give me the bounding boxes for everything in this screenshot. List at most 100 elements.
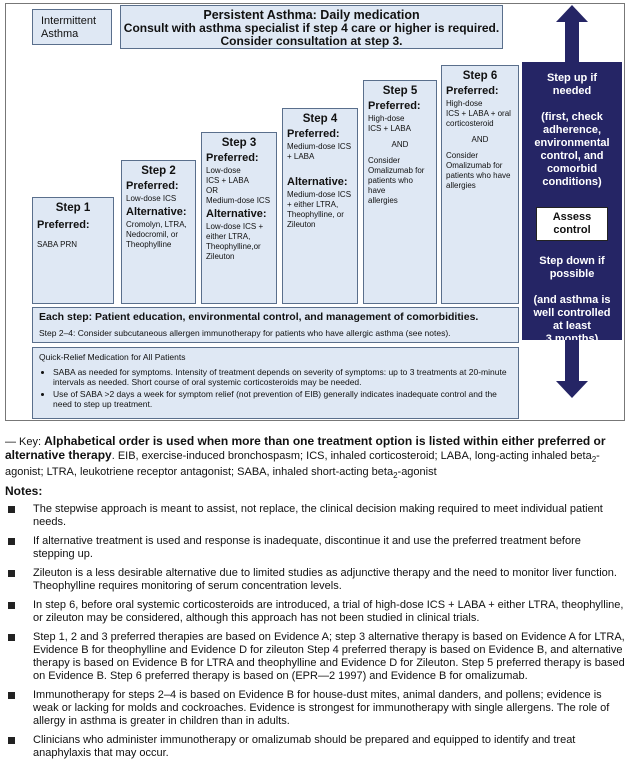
note-text: Immunotherapy for steps 2–4 is based on … <box>33 689 610 727</box>
assess-control-box: Assess control <box>536 207 608 241</box>
step-down-line: possible <box>549 268 595 280</box>
key-prefix: — Key: <box>5 436 45 448</box>
step-up-line: needed <box>552 85 592 97</box>
step-down-line: well controlled <box>533 307 611 319</box>
step-down-line <box>526 281 618 294</box>
note-text: Zileuton is a less desirable alternative… <box>33 567 617 592</box>
step-1-box: Step 1 Preferred: SABA PRN <box>32 197 114 304</box>
step-2-box: Step 2 Preferred: Low-dose ICS Alternati… <box>121 160 196 304</box>
step-title: Step 6 <box>462 70 498 82</box>
preferred-therapy: Medium-dose ICS + LABA <box>287 142 352 161</box>
preferred-therapy: Low-dose ICS + LABA OR Medium-dose ICS <box>206 166 271 205</box>
square-bullet-icon <box>8 538 15 545</box>
persistent-line3: Consider consultation at step 3. <box>220 34 403 48</box>
step-up-line <box>526 98 618 111</box>
additional-therapy: Consider Omalizumab for patients who hav… <box>368 156 425 205</box>
note-item: If alternative treatment is used and res… <box>5 535 625 561</box>
note-text: If alternative treatment is used and res… <box>33 535 581 560</box>
notes-list: The stepwise approach is meant to assist… <box>5 503 625 766</box>
step-down-line: 3 months) <box>545 333 599 345</box>
key-subscript: 2 <box>591 455 597 465</box>
step-up-text: Step up if needed (first, check adherenc… <box>526 72 618 189</box>
square-bullet-icon <box>8 602 15 609</box>
preferred-label: Preferred: <box>126 180 179 192</box>
intermittent-line1: Intermittent <box>41 15 97 27</box>
note-item: Immunotherapy for steps 2–4 is based on … <box>5 689 625 728</box>
persistent-asthma-box: Persistent Asthma: Daily medication Cons… <box>120 5 503 49</box>
quick-relief-item: Use of SABA >2 days a week for symptom r… <box>53 389 512 409</box>
alternative-label: Alternative: <box>206 208 267 220</box>
step-down-line: (and asthma is <box>533 294 611 306</box>
alternative-therapy: Cromolyn, LTRA, Nedocromil, or Theophyll… <box>126 220 187 249</box>
alternative-label: Alternative: <box>287 176 348 188</box>
persistent-line2: Consult with asthma specialist if step 4… <box>123 21 500 35</box>
step-up-down-panel: Step up if needed (first, check adherenc… <box>522 62 622 345</box>
note-item: Zileuton is a less desirable alternative… <box>5 567 625 593</box>
note-item: Step 1, 2 and 3 preferred therapies are … <box>5 631 625 683</box>
note-item: Clinicians who administer immunotherapy … <box>5 734 625 760</box>
alternative-therapy: Medium-dose ICS + either LTRA, Theophyll… <box>287 190 352 229</box>
key-text: -agonist; LTRA, leukotriene receptor ant… <box>5 450 600 479</box>
square-bullet-icon <box>8 506 15 513</box>
step-up-line: comorbid <box>546 163 598 175</box>
preferred-label: Preferred: <box>37 219 90 231</box>
assess-line: Assess <box>552 211 592 223</box>
square-bullet-icon <box>8 570 15 577</box>
step-title: Step 3 <box>221 137 257 149</box>
step-up-line: Step up if <box>546 72 598 84</box>
intermittent-asthma-box: Intermittent Asthma <box>32 9 112 45</box>
quick-relief-box: Quick-Relief Medication for All Patients… <box>32 347 519 419</box>
step-up-line: adherence, <box>542 124 602 136</box>
and-label: AND <box>471 135 489 144</box>
quick-relief-title: Quick-Relief Medication for All Patients <box>39 352 186 362</box>
preferred-therapy: SABA PRN <box>37 240 78 249</box>
step-down-text: Step down if possible (and asthma is wel… <box>526 255 618 346</box>
note-item: In step 6, before oral systemic corticos… <box>5 599 625 625</box>
preferred-label: Preferred: <box>206 152 259 164</box>
alternative-therapy: Low-dose ICS + either LTRA, Theophylline… <box>206 222 264 261</box>
note-text: Clinicians who administer immunotherapy … <box>33 734 576 759</box>
key-text: . EIB, exercise-induced bronchospasm; IC… <box>111 450 592 462</box>
step-up-line: (first, check <box>541 111 603 123</box>
square-bullet-icon <box>8 737 15 744</box>
quick-relief-list: SABA as needed for symptoms. Intensity o… <box>39 367 512 409</box>
additional-therapy: Consider Omalizumab for patients who hav… <box>446 151 511 190</box>
step-6-box: Step 6 Preferred: High-dose ICS + LABA +… <box>441 65 519 304</box>
alternative-label: Alternative: <box>126 206 187 218</box>
notes-title: Notes: <box>5 484 43 498</box>
key-bold-text: Alphabetical order is used when more tha… <box>5 434 606 462</box>
step-down-arrow-shaft <box>565 340 579 384</box>
preferred-label: Preferred: <box>368 100 421 112</box>
step-4-box: Step 4 Preferred: Medium-dose ICS + LABA… <box>282 108 358 304</box>
note-text: In step 6, before oral systemic corticos… <box>33 599 624 624</box>
preferred-label: Preferred: <box>287 128 340 140</box>
step-2-4-line: Step 2–4: Consider subcutaneous allergen… <box>39 328 451 338</box>
step-up-line: environmental <box>534 137 610 149</box>
preferred-label: Preferred: <box>446 85 499 97</box>
note-text: Step 1, 2 and 3 preferred therapies are … <box>33 631 625 682</box>
key-legend: — Key: Alphabetical order is used when m… <box>5 435 625 482</box>
step-title: Step 2 <box>141 165 176 177</box>
step-title: Step 5 <box>382 85 418 97</box>
note-text: The stepwise approach is meant to assist… <box>33 503 603 528</box>
each-step-box: Each step: Patient education, environmen… <box>32 307 519 343</box>
step-3-box: Step 3 Preferred: Low-dose ICS + LABA OR… <box>201 132 277 304</box>
assess-line: control <box>553 224 591 236</box>
step-up-line: conditions) <box>542 176 602 188</box>
step-down-arrow-icon <box>556 381 588 398</box>
preferred-therapy: Low-dose ICS <box>126 194 177 203</box>
and-label: AND <box>391 140 409 149</box>
diagram-frame <box>5 3 625 421</box>
key-text: -agonist <box>397 466 437 479</box>
step-down-line: at least <box>553 320 591 332</box>
preferred-therapy: High-dose ICS + LABA <box>368 114 411 133</box>
persistent-title: Persistent Asthma: Daily medication <box>203 8 420 22</box>
step-up-line: control, and <box>540 150 604 162</box>
step-5-box: Step 5 Preferred: High-dose ICS + LABA A… <box>363 80 437 304</box>
preferred-therapy: High-dose ICS + LABA + oral corticostero… <box>446 99 511 128</box>
square-bullet-icon <box>8 692 15 699</box>
square-bullet-icon <box>8 634 15 641</box>
step-title: Step 1 <box>55 202 91 214</box>
step-up-arrow-icon <box>556 5 588 22</box>
step-title: Step 4 <box>302 113 338 125</box>
